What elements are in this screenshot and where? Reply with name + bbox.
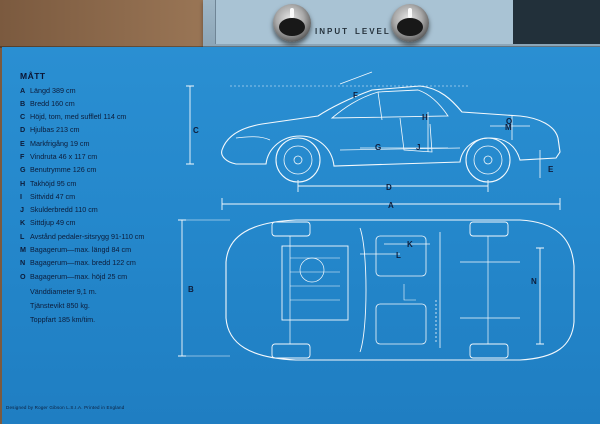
spec-row: K Sittdjup 49 cm bbox=[20, 219, 144, 232]
spec-label: Höjd, tom, med suffletl 114 cm bbox=[30, 112, 127, 122]
spec-label: Bagagerum—max. längd 84 cm bbox=[30, 245, 132, 255]
dim-label-c: C bbox=[193, 126, 199, 135]
dim-label-h: H bbox=[422, 113, 428, 122]
spec-row: L Avstånd pedaler-sitsrygg 91-110 cm bbox=[20, 233, 144, 246]
spec-title: MÅTT bbox=[20, 71, 46, 81]
spec-label: Skulderbredd 110 cm bbox=[30, 205, 98, 215]
spec-row: J Skulderbredd 110 cm bbox=[20, 206, 144, 219]
spec-row: A Längd 389 cm bbox=[20, 85, 144, 100]
spec-key: M bbox=[20, 245, 26, 255]
knob-cap bbox=[279, 18, 305, 36]
spec-label: Bagagerum—max. bredd 122 cm bbox=[30, 258, 136, 268]
dim-label-o: O bbox=[506, 117, 512, 126]
spec-label: Sittdjup 49 cm bbox=[30, 218, 76, 228]
dim-label-n: N bbox=[531, 277, 537, 286]
spec-key: J bbox=[20, 205, 24, 215]
spec-row: G Benutrymme 126 cm bbox=[20, 166, 144, 179]
spec-key: H bbox=[20, 178, 26, 188]
spec-row: F Vindruta 46 x 117 cm bbox=[20, 153, 144, 166]
spec-label: Längd 389 cm bbox=[30, 85, 76, 95]
dim-label-j: J bbox=[416, 143, 420, 152]
dim-label-a: A bbox=[388, 201, 394, 210]
spec-row: M Bagagerum—max. längd 84 cm bbox=[20, 246, 144, 259]
spec-label: Hjulbas 213 cm bbox=[30, 125, 80, 135]
input-knob[interactable] bbox=[273, 4, 311, 42]
spec-row: I Sittvidd 47 cm bbox=[20, 193, 144, 206]
spec-row: B Bredd 160 cm bbox=[20, 100, 144, 113]
spec-label: Sittvidd 47 cm bbox=[30, 191, 76, 201]
spec-label: Benutrymme 126 cm bbox=[30, 165, 97, 175]
spec-row: C Höjd, tom, med suffletl 114 cm bbox=[20, 113, 144, 126]
spec-label: Avstånd pedaler-sitsrygg 91-110 cm bbox=[30, 231, 145, 241]
dim-label-d: D bbox=[386, 183, 392, 192]
dim-label-l: L bbox=[396, 251, 401, 260]
dim-label-f: F bbox=[353, 91, 358, 100]
spec-key: L bbox=[20, 231, 25, 241]
spec-key: B bbox=[20, 98, 26, 108]
spec-row: H Takhöjd 95 cm bbox=[20, 178, 144, 193]
spec-key: K bbox=[20, 218, 26, 228]
amp-label-level: LEVEL bbox=[355, 27, 391, 36]
spec-key: E bbox=[20, 138, 25, 148]
spec-label: Markfrigång 19 cm bbox=[30, 138, 90, 148]
designer-credit: Designed by Roger Gibson L.S.I.A. Printe… bbox=[6, 405, 125, 410]
spec-key: I bbox=[20, 191, 22, 201]
spec-label: Bredd 160 cm bbox=[30, 98, 75, 108]
blueprint-poster bbox=[2, 47, 600, 424]
spec-label: Bagagerum—max. höjd 25 cm bbox=[30, 271, 128, 281]
knob-cap bbox=[397, 18, 423, 36]
dim-label-k: K bbox=[407, 240, 413, 249]
spec-row: D Hjulbas 213 cm bbox=[20, 126, 144, 139]
side-elevation bbox=[186, 71, 561, 210]
dim-label-m: M bbox=[505, 123, 512, 132]
spec-sheet: MÅTT A Längd 389 cm B Bredd 160 cm C Höjd, to… bbox=[20, 72, 144, 330]
spec-key: C bbox=[20, 112, 26, 122]
amplifier-dark-panel bbox=[513, 0, 600, 44]
spec-key: O bbox=[20, 271, 26, 281]
spec-extra: Toppfart 185 km/tim. bbox=[30, 314, 96, 324]
level-knob[interactable] bbox=[391, 4, 429, 42]
spec-key: A bbox=[20, 85, 26, 95]
spec-extras: Vänddiameter 9,1 m. Tjänstevikt 850 kg. To… bbox=[20, 288, 144, 330]
spec-key: F bbox=[20, 151, 25, 161]
spec-extra: Tjänstevikt 850 kg. bbox=[30, 300, 90, 310]
amplifier-front-panel: INPUT LEVEL bbox=[203, 0, 600, 55]
spec-row: O Bagagerum—max. höjd 25 cm bbox=[20, 271, 144, 286]
plan-view bbox=[178, 219, 575, 361]
spec-key: N bbox=[20, 258, 26, 268]
spec-label: Vindruta 46 x 117 cm bbox=[30, 151, 98, 161]
spec-label: Takhöjd 95 cm bbox=[30, 178, 77, 188]
spec-row: E Markfrigång 19 cm bbox=[20, 138, 144, 153]
spec-list: A Längd 389 cm B Bredd 160 cm C Höjd, tom, me… bbox=[20, 85, 144, 286]
dim-label-g: G bbox=[375, 143, 381, 152]
amp-label-input: INPUT bbox=[315, 27, 349, 36]
spec-key: G bbox=[20, 165, 26, 175]
spec-extra: Vänddiameter 9,1 m. bbox=[30, 286, 97, 296]
dim-label-b: B bbox=[188, 285, 194, 294]
spec-row: N Bagagerum—max. bredd 122 cm bbox=[20, 259, 144, 272]
spec-key: D bbox=[20, 125, 26, 135]
dim-label-e: E bbox=[548, 165, 554, 174]
